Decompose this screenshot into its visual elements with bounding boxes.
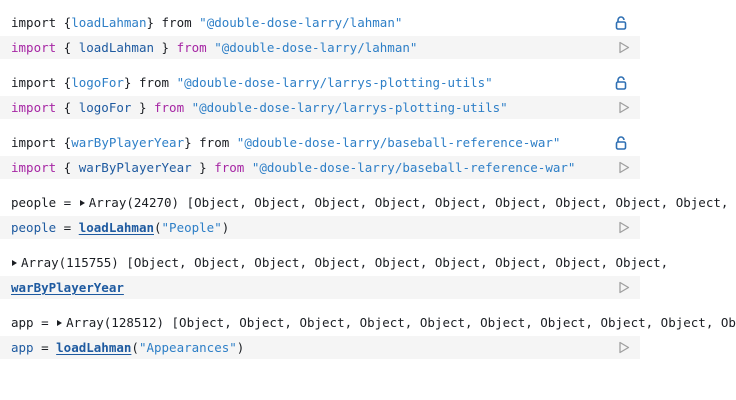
cell-source[interactable]: import { warByPlayerYear } from "@double… [0, 156, 640, 179]
from-keyword: from [214, 160, 245, 175]
variable-prefix: people = [11, 195, 79, 210]
cell-output[interactable]: app = Array(128512) [Object, Object, Obj… [11, 312, 736, 334]
variable-name: people [11, 220, 57, 235]
imported-name: logoFor [78, 100, 132, 115]
cell-source[interactable]: warByPlayerYear [0, 276, 640, 299]
module-path: "@double-dose-larry/baseball-reference-w… [236, 135, 561, 150]
function-link[interactable]: loadLahman [78, 220, 154, 235]
play-icon[interactable] [618, 101, 630, 114]
play-icon[interactable] [618, 41, 630, 54]
function-link[interactable]: warByPlayerYear [11, 280, 124, 295]
import-keyword: import [11, 40, 57, 55]
module-path: "@double-dose-larry/lahman" [206, 40, 418, 55]
cell-output[interactable]: import {logoFor} from "@double-dose-larr… [11, 75, 493, 90]
array-preview: Array(128512) [Object, Object, Object, O… [66, 315, 736, 330]
imported-name: warByPlayerYear [71, 135, 185, 150]
from-keyword: from [154, 100, 185, 115]
play-icon[interactable] [618, 221, 630, 234]
play-icon[interactable] [618, 161, 630, 174]
array-preview: Array(24270) [Object, Object, Object, Ob… [88, 195, 729, 210]
import-keyword: import [11, 15, 57, 30]
expand-triangle-icon[interactable] [12, 260, 17, 266]
imported-name: loadLahman [71, 15, 147, 30]
module-path: "@double-dose-larry/larrys-plotting-util… [176, 75, 493, 90]
play-icon[interactable] [618, 341, 630, 354]
lock-icon[interactable] [612, 74, 630, 92]
notebook: import {loadLahman} from "@double-dose-l… [0, 14, 736, 359]
cell-output[interactable]: Array(115755) [Object, Object, Object, O… [11, 252, 668, 274]
imported-name: loadLahman [78, 40, 154, 55]
cell-output[interactable]: import {warByPlayerYear} from "@double-d… [11, 135, 561, 150]
cell-source[interactable]: app = loadLahman("Appearances") [0, 336, 640, 359]
variable-name: app [11, 340, 34, 355]
import-keyword: import [11, 75, 57, 90]
array-preview: Array(115755) [Object, Object, Object, O… [21, 255, 669, 270]
variable-prefix: app = [11, 315, 57, 330]
import-keyword: import [11, 135, 57, 150]
cell-source[interactable]: import { loadLahman } from "@double-dose… [0, 36, 640, 59]
play-icon[interactable] [618, 281, 630, 294]
cell-source[interactable]: import { logoFor } from "@double-dose-la… [0, 96, 640, 119]
string-argument: "Appearances" [138, 340, 237, 355]
lock-icon[interactable] [612, 14, 630, 32]
import-keyword: import [11, 100, 57, 115]
expand-triangle-icon[interactable] [57, 320, 63, 326]
from-keyword: from [176, 40, 207, 55]
expand-triangle-icon[interactable] [79, 200, 85, 206]
cell-output[interactable]: import {loadLahman} from "@double-dose-l… [11, 15, 403, 30]
module-path: "@double-dose-larry/baseball-reference-w… [244, 160, 576, 175]
module-path: "@double-dose-larry/lahman" [199, 15, 403, 30]
imported-name: logoFor [71, 75, 124, 90]
import-keyword: import [11, 160, 57, 175]
string-argument: "People" [161, 220, 222, 235]
cell-output[interactable]: people = Array(24270) [Object, Object, O… [11, 192, 728, 214]
module-path: "@double-dose-larry/larrys-plotting-util… [184, 100, 508, 115]
cell-source[interactable]: people = loadLahman("People") [0, 216, 640, 239]
function-link[interactable]: loadLahman [56, 340, 132, 355]
imported-name: warByPlayerYear [78, 160, 192, 175]
lock-icon[interactable] [612, 134, 630, 152]
